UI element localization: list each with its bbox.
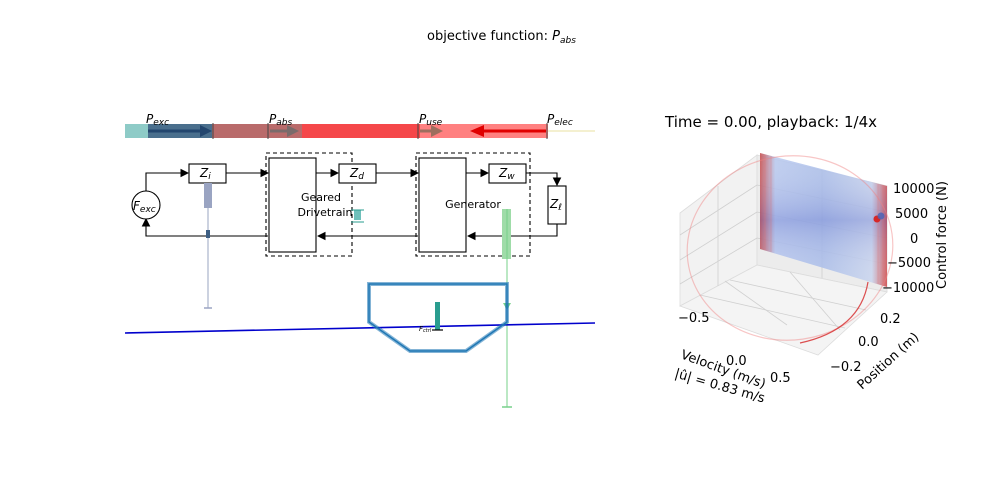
z-tick-label: 5000 [895,207,928,222]
trajectory-recent-segment [799,281,869,344]
absorbed-power-segment [212,124,302,138]
playback-status: Time = 0.00, playback: 1/4x [664,113,877,131]
power-flow-bar: Pexc Pabs Puse Pelec [125,112,595,139]
zl-label: Zℓ [549,197,562,213]
drivetrain-group-frame [265,152,353,257]
zi-label: Zi [199,166,211,182]
label-p-exc: Pexc [146,112,169,128]
x-tick-label: −0.5 [678,311,710,326]
floor-pane [679,264,888,356]
electrical-flow-arrowhead [470,125,484,137]
drivetrain-block [268,157,317,253]
drivetrain-label-line2: Drivetrain [298,206,353,219]
control-force-bar [435,302,440,330]
generator-label: Generator [445,198,501,211]
z-axis: 10000 5000 0 −5000 −10000 Control force … [882,181,950,296]
circuit-diagram [131,152,567,257]
zd-indicator-bar [354,210,361,220]
wire-zl-return [466,224,558,241]
zd-impedance-box [338,163,377,184]
excitation-flow-arrowhead [200,125,212,137]
zw-impedance-box [488,163,527,184]
y-tick-label: 0.2 [880,312,901,327]
z-tick-label: 0 [910,232,918,247]
x-tick-label: 0.5 [770,371,791,386]
surface-mesh-lines [764,155,884,286]
current-state-projection [877,212,885,220]
label-p-use: Puse [419,112,443,128]
label-p-elec: Pelec [547,112,573,128]
figure-title: objective function: Pabs [427,29,576,46]
state-trajectory [686,155,894,341]
drivetrain-label-line1: Geared [301,191,341,204]
wire-zw-to-zl [526,172,562,187]
control-surface-shading [760,153,887,287]
z-tick-label: −5000 [887,256,931,271]
generator-group-frame [415,152,531,257]
x-tick-label: 0.0 [726,354,747,369]
wire-drivetrain-return [141,217,268,237]
svg-text:objective function: Pabs: objective function: Pabs [427,29,576,46]
circuit-labels: Fexc Zi Zd Zw Zℓ Geared Drivetrain Gener… [133,166,562,219]
absorbed-flow-arrowhead [287,125,299,137]
source-label: Fexc [133,199,156,215]
buoy-hull [368,283,508,352]
y-tick-label: 0.0 [858,335,879,350]
zi-indicator-marker [206,230,210,238]
control-force-label: Fctrl [419,325,432,334]
water-surface-line [124,322,596,334]
buoy-scene: Fctrl [124,282,596,353]
z-tick-label: 10000 [893,182,934,197]
excitation-source-circle [131,190,161,220]
z-tick-label: −10000 [882,281,934,296]
zd-label: Zd [349,166,364,182]
label-p-abs: Pabs [269,112,292,128]
z-axis-label: Control force (N) [935,181,950,289]
wire-source-to-zi [145,168,190,191]
generator-block [418,157,467,253]
useful-flow-arrowhead [431,125,443,137]
zl-load-box [547,185,567,225]
zw-label: Zw [498,166,515,182]
plot-3d: Time = 0.00, playback: 1/4x 10000 [664,113,950,407]
y-tick-label: −0.2 [830,360,862,375]
useful-power-segment [302,124,420,138]
